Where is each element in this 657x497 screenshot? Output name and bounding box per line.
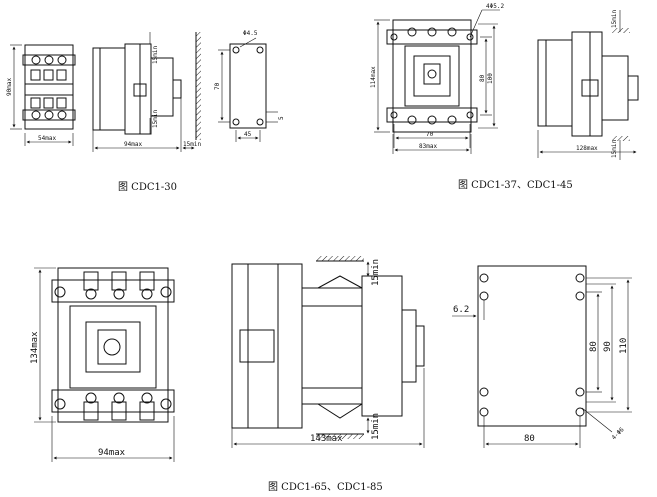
cdc1-65-85-clear-top: 15min (371, 259, 381, 286)
cdc1-30-side-width: 94max (124, 141, 142, 148)
cdc1-65-85-mount-width: 80 (524, 434, 535, 444)
cdc1-37-45-front-h1: 80 (479, 74, 486, 82)
cdc1-37-45-front-h2: 100 (487, 73, 494, 84)
cdc1-65-85-mount-h1: 80 (589, 341, 599, 352)
cdc1-30-mount-hole: Φ4.5 (243, 30, 258, 37)
cdc1-30-mounting (218, 37, 278, 142)
caption-cdc1-30: 图 CDC1-30 (118, 181, 177, 193)
caption-cdc1-37-45: 图 CDC1-37、CDC1-45 (458, 179, 573, 191)
cdc1-30-mount-height: 70 (214, 82, 221, 90)
cdc1-65-85-clear-bottom: 15min (371, 413, 381, 440)
cdc1-65-85-side-width: 143max (310, 434, 343, 444)
cdc1-30-clear-top: 15min (152, 46, 159, 64)
cdc1-30-clear-bottom: 15min (152, 110, 159, 128)
cdc1-37-45-front-view (374, 9, 500, 154)
cdc1-65-85-mounting (452, 265, 632, 448)
cdc1-37-45-clear-bottom: 15min (611, 140, 618, 158)
cdc1-30-clear-right: 15min (183, 141, 201, 148)
cdc1-30-mount-width: 45 (244, 131, 252, 138)
cdc1-30-front-height: 90max (6, 78, 13, 96)
cdc1-30-side-view (92, 32, 201, 152)
cdc1-65-85-mount-left: 6.2 (453, 305, 469, 315)
cdc1-37-45-front-width: 83max (419, 143, 437, 150)
cdc1-37-45-clear-top: 15min (611, 10, 618, 28)
cdc1-65-85-front-height: 134max (30, 331, 40, 364)
cdc1-37-45-front-inner: 70 (426, 131, 434, 138)
cdc1-65-85-front-width: 94max (98, 448, 126, 458)
cdc1-37-45-front-hole: 4Φ5.2 (486, 3, 504, 10)
cdc1-65-85-mount-h3: 110 (619, 338, 629, 354)
cdc1-37-45-side-width: 128max (576, 145, 598, 152)
cdc1-30-front-width: 54max (38, 135, 56, 142)
cdc1-37-45-front-height: 114max (370, 66, 377, 88)
cdc1-65-85-mount-h2: 90 (603, 341, 613, 352)
cdc1-65-85-mount-hole: 4-Φ6 (610, 426, 625, 441)
cdc1-30-mount-small: 5 (278, 116, 285, 120)
cdc1-30-front-view (10, 44, 76, 146)
cdc1-65-85-front-view (34, 267, 175, 462)
cdc1-37-45-side-view (537, 10, 639, 160)
cdc1-65-85-side-view (231, 256, 425, 448)
caption-cdc1-65-85: 图 CDC1-65、CDC1-85 (268, 481, 383, 493)
